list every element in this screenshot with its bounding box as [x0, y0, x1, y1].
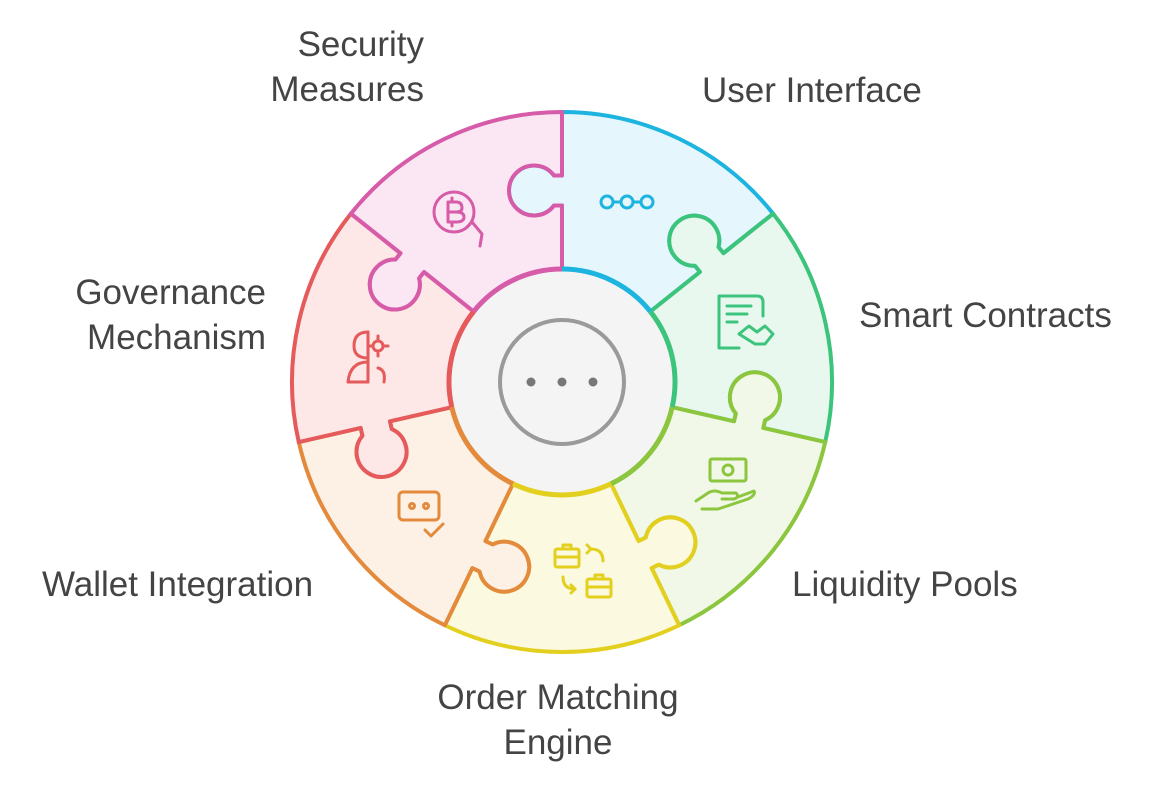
label-governance-mechanism: Governance Mechanism	[30, 270, 266, 360]
label-governance-line-1: Governance	[75, 273, 266, 312]
label-user-interface: User Interface	[702, 68, 922, 113]
label-smart-contracts: Smart Contracts	[859, 293, 1112, 338]
inner-rim-security-measures	[471, 266, 563, 314]
inner-rim-smart-contracts	[648, 309, 678, 408]
label-security-line-1: Security	[297, 25, 424, 64]
inner-rim-liquidity-pools	[609, 406, 675, 487]
inner-rim-wallet-integration	[449, 406, 515, 487]
label-governance-line-2: Mechanism	[87, 318, 266, 357]
inner-rim-governance-mechanism	[446, 309, 476, 408]
center-ring	[498, 318, 626, 446]
inner-rim-order-matching-engine	[511, 481, 613, 498]
person-gear-icon	[346, 330, 390, 384]
label-smart-contracts-line: Smart Contracts	[859, 296, 1112, 335]
label-wallet-integration: Wallet Integration	[42, 562, 313, 607]
label-security-measures: Security Measures	[200, 22, 424, 112]
label-user-interface-line: User Interface	[702, 71, 922, 110]
chat-check-icon	[397, 490, 445, 538]
label-security-line-2: Measures	[270, 70, 424, 109]
inner-rim-user-interface	[561, 266, 653, 314]
ellipsis-dots-icon	[599, 194, 655, 210]
label-order-matching-engine: Order Matching Engine	[408, 675, 708, 765]
hand-money-icon	[694, 457, 756, 511]
ellipsis-icon	[526, 377, 598, 387]
label-order-matching-line-1: Order Matching	[437, 678, 679, 717]
label-wallet-integration-line: Wallet Integration	[42, 565, 314, 604]
label-liquidity-pools: Liquidity Pools	[792, 562, 1018, 607]
label-liquidity-pools-line: Liquidity Pools	[792, 565, 1018, 604]
contract-handshake-icon	[717, 294, 775, 350]
briefcase-exchange-icon	[553, 543, 613, 599]
label-order-matching-line-2: Engine	[503, 723, 613, 762]
bitcoin-hand-icon	[432, 190, 484, 248]
